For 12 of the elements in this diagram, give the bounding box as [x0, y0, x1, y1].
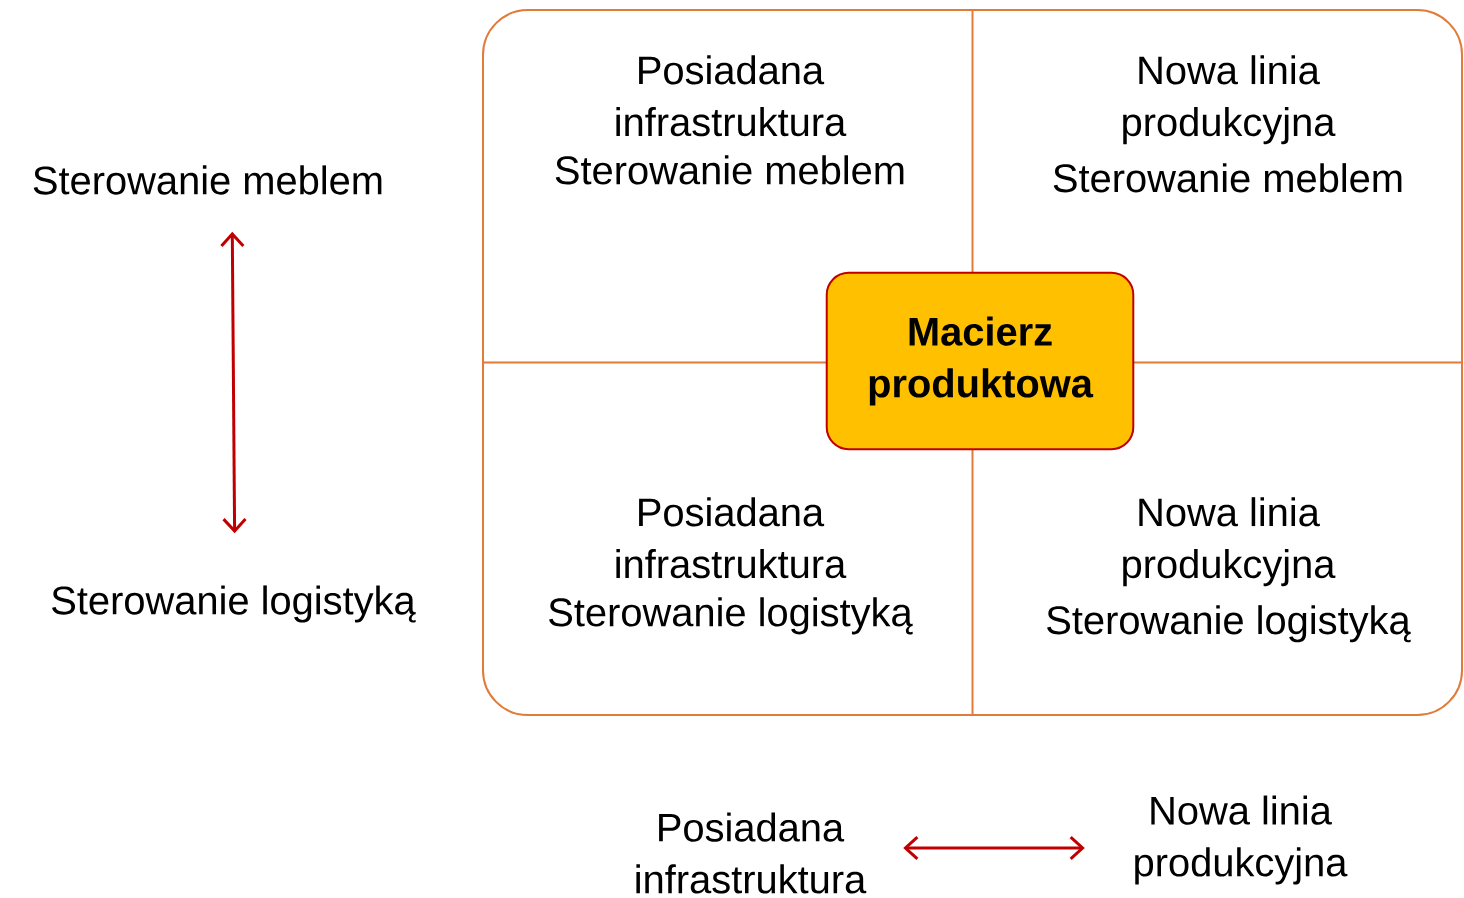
axis-label: Sterowanie logistyką — [52, 585, 416, 623]
quadrant-text: Nowa linia produkcyjna Sterowanie logistyką — [1047, 497, 1411, 643]
arrow — [903, 835, 1085, 861]
axis-label: Sterowanie meblem — [33, 165, 382, 195]
matrix-frame — [482, 9, 1464, 716]
axis-label: Nowa linia produkcyjna — [1135, 795, 1348, 885]
title-box: Macierz produktowa — [825, 271, 1135, 451]
arrow — [220, 231, 247, 534]
quadrant-text: Posiadana infrastruktura Sterowanie logistyką — [549, 497, 913, 635]
quadrant-text: Nowa linia produkcyjna Sterowanie meblem — [1053, 55, 1402, 193]
axis-label: Posiadana infrastruktura — [636, 812, 867, 894]
quadrant-text: Posiadana infrastruktura Sterowanie meblem — [555, 55, 904, 185]
